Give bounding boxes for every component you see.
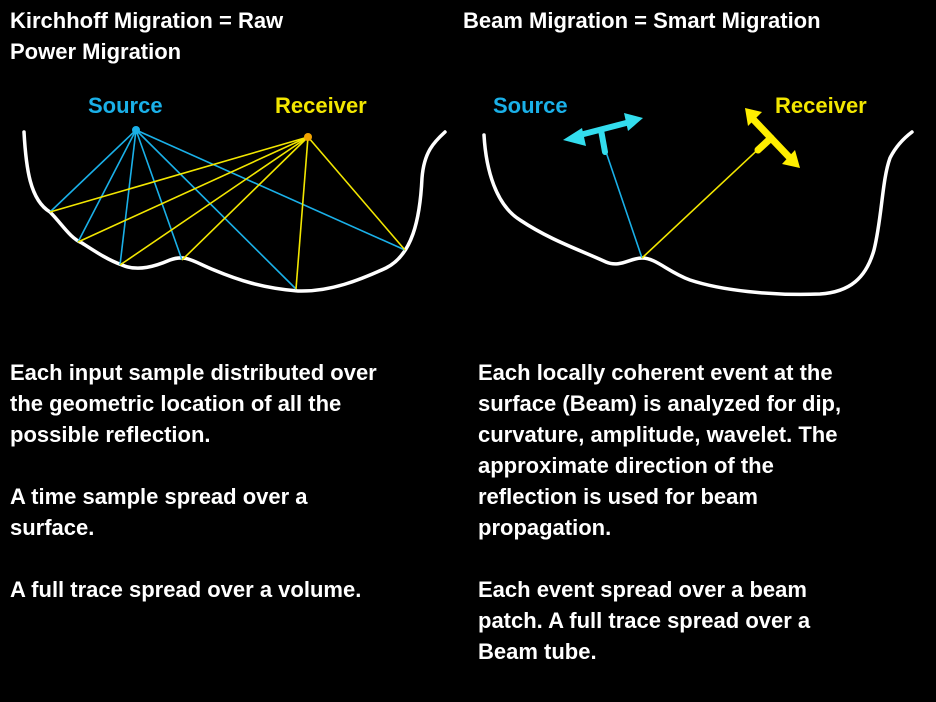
left-receiver-point	[304, 133, 312, 141]
left-paragraph-3: A full trace spread over a volume.	[10, 574, 361, 605]
text-line: reflection is used for beam	[478, 484, 758, 509]
migration-diagrams	[22, 108, 914, 297]
source-ray	[77, 129, 137, 243]
text-line: surface (Beam) is analyzed for dip,	[478, 391, 842, 416]
right-source-ray	[603, 145, 643, 259]
source-ray	[135, 129, 297, 290]
left-source-point	[132, 126, 140, 134]
right-source-label: Source	[493, 93, 568, 118]
text-line: surface.	[10, 515, 95, 540]
left-paragraph-1: Each input sample distributed over the g…	[10, 357, 377, 450]
text-line: approximate direction of the	[478, 453, 774, 478]
receiver-ray	[307, 136, 406, 251]
text-line: curvature, amplitude, wavelet. The	[478, 422, 838, 447]
text-line: Each input sample distributed over	[10, 360, 377, 385]
receiver-ray	[181, 136, 309, 261]
beam-diagram	[482, 108, 914, 297]
text-line: the geometric location of all the	[10, 391, 342, 416]
left-source-label: Source	[88, 93, 163, 118]
left-title-line-1: Kirchhoff Migration = Raw	[10, 8, 284, 33]
receiver-ray	[119, 136, 309, 266]
source-ray	[49, 129, 137, 213]
text-line: A full trace spread over a volume.	[10, 577, 362, 602]
text-line: Each locally coherent event at the	[478, 360, 833, 385]
text-line: Beam tube.	[478, 639, 597, 664]
left-title: Kirchhoff Migration = Raw Power Migratio…	[10, 5, 283, 67]
text-line: propagation.	[478, 515, 612, 540]
left-paragraph-2: A time sample spread over a surface.	[10, 481, 308, 543]
receiver-beam-arrow-icon	[745, 108, 800, 168]
source-ray	[135, 129, 183, 261]
source-beam-arrow-icon	[563, 113, 643, 155]
text-line: patch. A full trace spread over a	[478, 608, 811, 633]
right-title: Beam Migration = Smart Migration	[463, 8, 821, 33]
right-reflector-curve	[482, 130, 914, 297]
receiver-ray	[77, 136, 309, 243]
text-line: A time sample spread over a	[10, 484, 308, 509]
source-ray	[119, 129, 137, 266]
receiver-ray	[49, 136, 309, 213]
right-receiver-ray	[641, 141, 767, 259]
right-receiver-label: Receiver	[775, 93, 867, 118]
kirchhoff-diagram	[22, 126, 447, 293]
text-line: possible reflection.	[10, 422, 211, 447]
right-paragraph-2: Each event spread over a beam patch. A f…	[478, 574, 810, 667]
source-rays	[49, 129, 406, 290]
receiver-rays	[49, 136, 406, 290]
source-ray	[135, 129, 406, 251]
text-line: Each event spread over a beam	[478, 577, 807, 602]
left-receiver-label: Receiver	[275, 93, 367, 118]
left-reflector-curve	[22, 130, 447, 293]
receiver-ray	[295, 136, 309, 290]
right-paragraph-1: Each locally coherent event at the surfa…	[478, 357, 841, 543]
left-title-line-2: Power Migration	[10, 39, 182, 64]
